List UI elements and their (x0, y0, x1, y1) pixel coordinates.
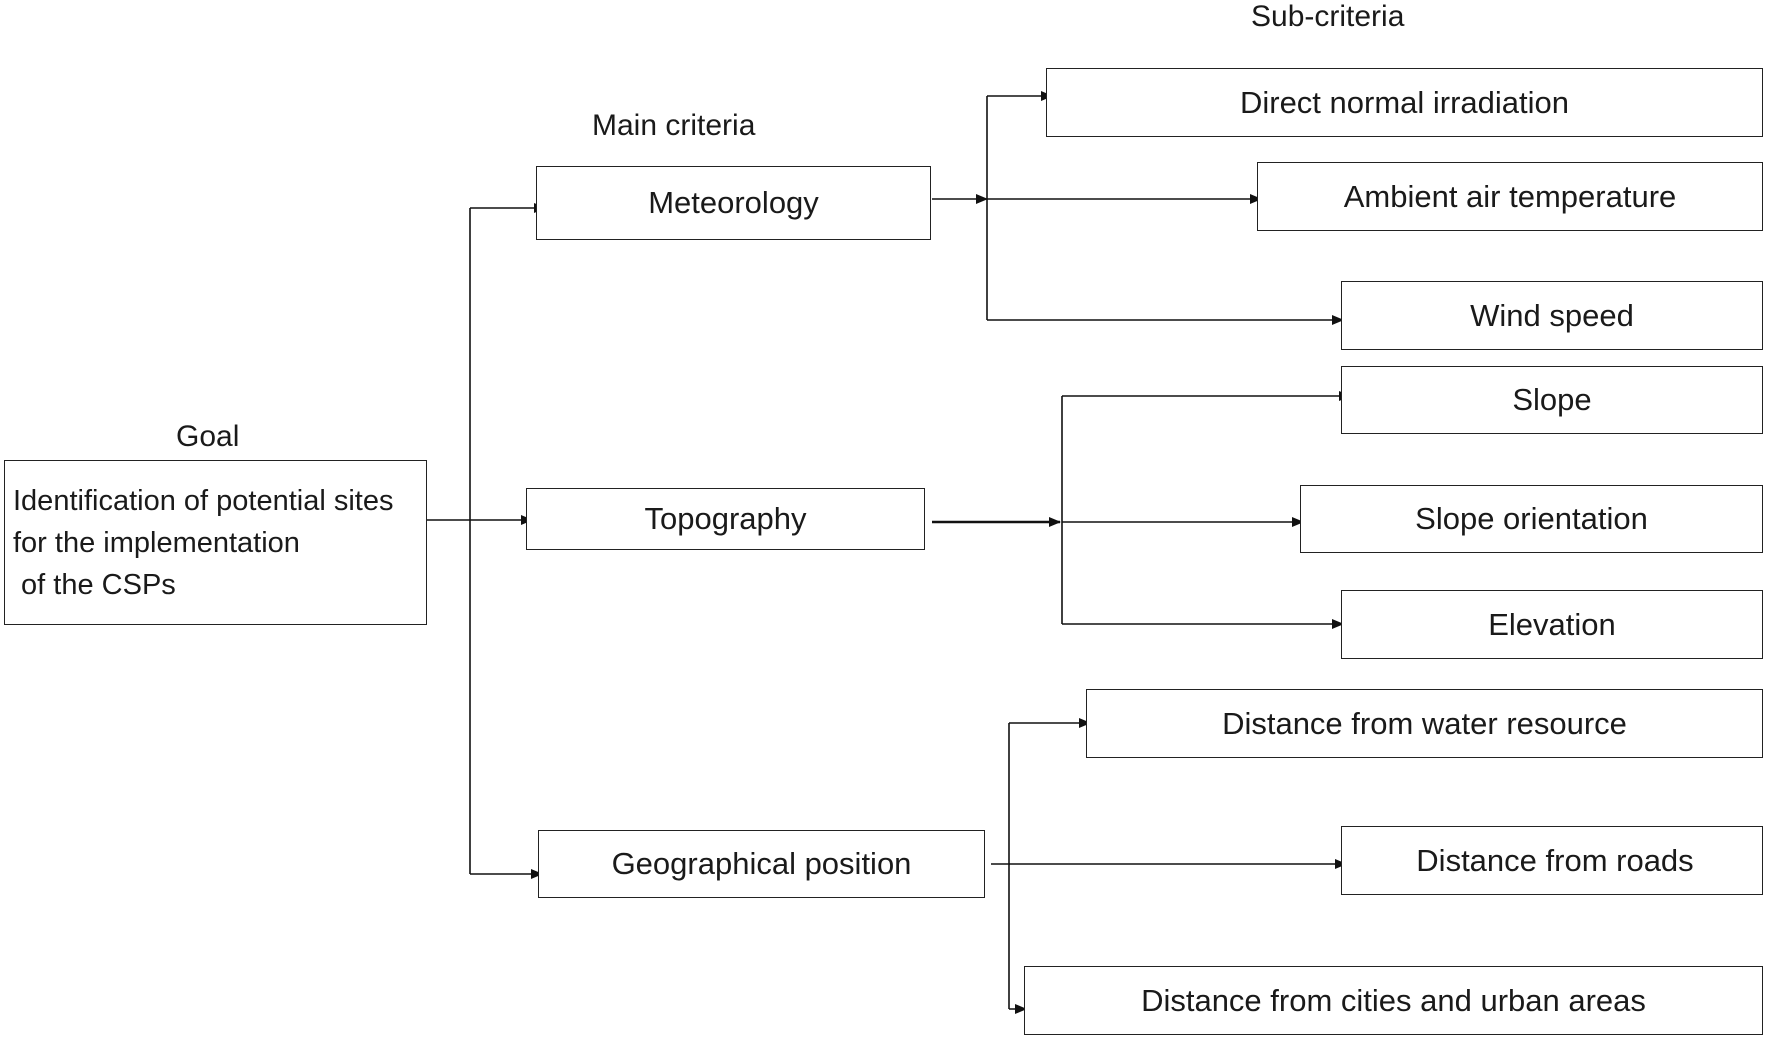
sub-criterion-distance-from-roads: Distance from roads (1341, 826, 1763, 895)
goal-text-line-2: for the implementation (13, 526, 300, 559)
goal-text-line-1: Identification of potential sites (13, 484, 394, 517)
goal-text-line-3: of the CSPs (13, 568, 176, 601)
sub-criterion-wind-speed: Wind speed (1341, 281, 1763, 350)
sub-criterion-slope: Slope (1341, 366, 1763, 434)
sub-criteria-heading: Sub-criteria (1251, 0, 1405, 33)
main-criteria-heading: Main criteria (592, 109, 756, 142)
sub-criterion-slope-orientation: Slope orientation (1300, 485, 1763, 553)
sub-criterion-elevation: Elevation (1341, 590, 1763, 659)
sub-criterion-direct-normal-irradiation: Direct normal irradiation (1046, 68, 1763, 137)
main-criterion-geographical-position: Geographical position (538, 830, 985, 898)
main-criterion-topography: Topography (526, 488, 925, 550)
sub-criterion-distance-from-cities: Distance from cities and urban areas (1024, 966, 1763, 1035)
sub-criterion-ambient-air-temperature: Ambient air temperature (1257, 162, 1763, 231)
main-criterion-meteorology: Meteorology (536, 166, 931, 240)
sub-criterion-distance-from-water-resource: Distance from water resource (1086, 689, 1763, 758)
goal-box: Identification of potential sites for th… (4, 460, 427, 625)
goal-heading: Goal (176, 420, 240, 453)
